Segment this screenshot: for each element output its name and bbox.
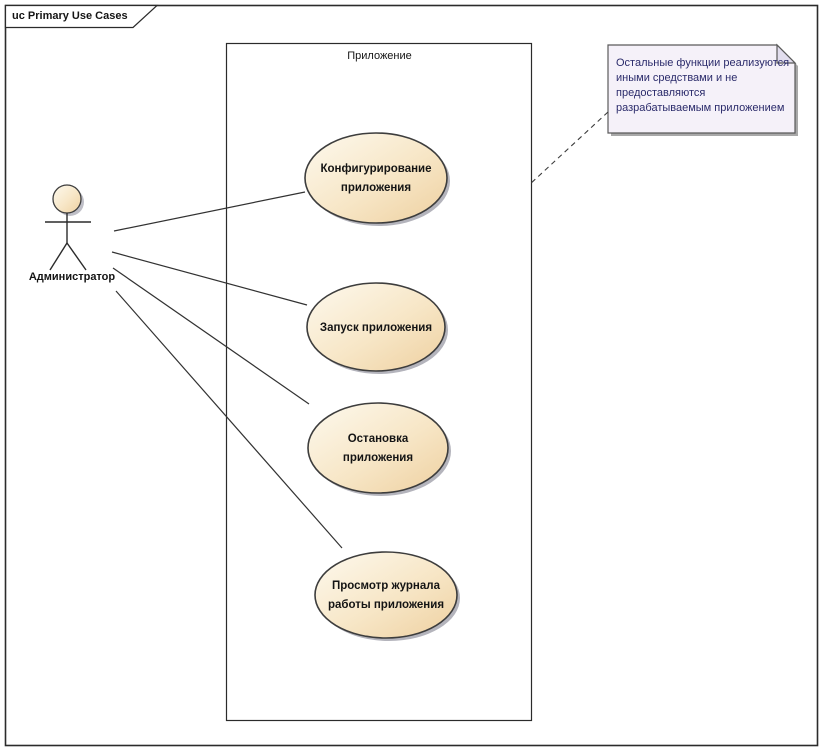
note[interactable] bbox=[607, 44, 796, 134]
usecase-start-label: Запуск приложения bbox=[319, 322, 433, 334]
association-configure[interactable] bbox=[113, 191, 306, 232]
actor-administrator[interactable] bbox=[45, 184, 91, 271]
association-stop[interactable] bbox=[112, 267, 310, 405]
usecase-view-log-label: Просмотр журнала работы приложения bbox=[327, 580, 445, 611]
usecase-stop-label: Остановка приложения bbox=[342, 433, 414, 464]
diagram-frame bbox=[4, 4, 819, 747]
actor-label: Администратор bbox=[28, 271, 116, 283]
boundary-label: Приложение bbox=[347, 50, 412, 62]
usecase-configure-label: Конфигурирование приложения bbox=[320, 163, 432, 194]
note-anchor-connector[interactable] bbox=[528, 111, 609, 186]
usecase-configure[interactable] bbox=[304, 132, 448, 224]
association-view-log[interactable] bbox=[115, 290, 343, 549]
association-start[interactable] bbox=[111, 251, 308, 306]
frame-tag-label: uc Primary Use Cases bbox=[12, 10, 128, 22]
actor-head bbox=[52, 184, 82, 214]
usecase-start[interactable] bbox=[306, 282, 446, 372]
usecase-stop[interactable] bbox=[307, 402, 449, 494]
frame-tag bbox=[4, 4, 159, 29]
usecase-view-log[interactable] bbox=[314, 551, 458, 639]
note-text: Остальные функции реализуются иными сред… bbox=[616, 57, 790, 114]
note-fold-corner bbox=[776, 43, 797, 64]
